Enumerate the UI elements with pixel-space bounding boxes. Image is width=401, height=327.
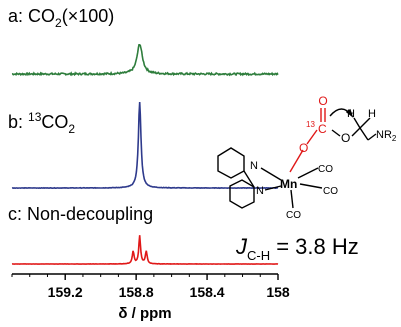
atom-h1: H (347, 108, 355, 120)
spectrum-a-trace (11, 44, 279, 77)
mn-co-right-bond (299, 183, 323, 189)
n1-mn-bond (260, 167, 282, 181)
x-axis-label: δ / ppm (118, 305, 171, 322)
x-tick-label: 158.8 (119, 284, 154, 300)
spectrum-c-label: c: Non-decoupling (8, 204, 153, 224)
atom-o-ether: O (341, 131, 350, 145)
molecule-labels: O 13 C O O H H NR2 Mn N N CO CO CO (250, 94, 397, 221)
atom-13-label: 13 (306, 120, 315, 129)
x-axis-ticks: 159.2 158.8 158.4 158 (11, 274, 290, 300)
spectrum-b-label: b: 13CO2 (8, 110, 75, 136)
x-tick-label: 158.4 (190, 284, 225, 300)
spectrum-a-label: a: CO2(×100) (8, 6, 114, 30)
c-oether-bond (331, 129, 341, 137)
spectrum-c-trace (11, 235, 279, 265)
atom-h2: H (368, 108, 376, 120)
ligand-co-up: CO (318, 164, 333, 175)
ligand-co-right: CO (323, 186, 338, 197)
ligand-co-down: CO (286, 210, 301, 221)
atom-n2: N (256, 185, 264, 197)
mn-o-bond (289, 149, 304, 173)
x-tick-label: 159.2 (48, 284, 83, 300)
pyridine-ring-2 (229, 179, 255, 209)
ch-h2-bond (359, 117, 371, 129)
bipy-link-bond (243, 170, 255, 188)
o-c-bond (306, 129, 318, 145)
pyridine-ring-1 (217, 147, 245, 179)
oether-ch-bond (351, 127, 361, 137)
n2-mn-bond (264, 185, 282, 191)
coupling-constant: JC-H = 3.8 Hz (235, 234, 359, 263)
spectrum-b-trace (11, 102, 278, 190)
mn-co-up-bond (297, 167, 319, 179)
atom-c: C (318, 122, 327, 136)
coupling-arrow-head (345, 108, 354, 119)
x-tick-label: 158 (266, 284, 290, 300)
ch-ch2-bond (359, 127, 369, 141)
ch2-n-bond (367, 133, 377, 141)
atom-mn: Mn (280, 177, 297, 191)
mn-co-down-bond (290, 189, 294, 209)
atom-o-ester: O (299, 141, 308, 155)
atom-o-carbonyl: O (318, 94, 327, 108)
mn-complex-structure (217, 108, 377, 209)
atom-nr: NR2 (376, 129, 397, 143)
ch-h1-bond (353, 117, 361, 129)
atom-n1: N (250, 160, 258, 172)
